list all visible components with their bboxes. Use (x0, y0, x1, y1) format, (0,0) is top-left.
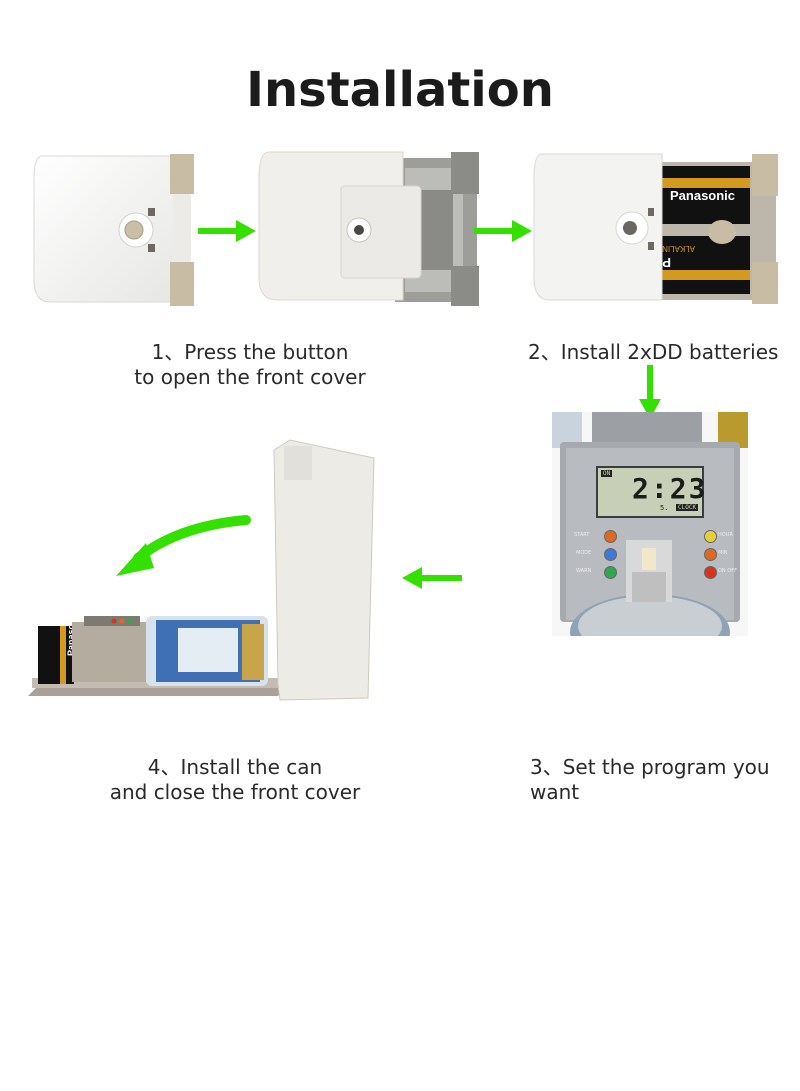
battery-type-label: ALKALINE (657, 244, 695, 253)
step1-device-opened-image (258, 151, 479, 306)
step4-can-install-image: Panasonic (28, 439, 375, 701)
step3-programming-panel: ON 2:23 5. CLOCK START MODE WARN HOUR MI… (552, 412, 748, 636)
start-button[interactable] (604, 530, 617, 543)
button-label-mode: MODE (576, 550, 592, 556)
step2-caption: 2、Install 2xDD batteries (528, 340, 779, 364)
button-label-start: START (574, 532, 590, 538)
button-label-min: MIN (718, 550, 728, 556)
arrow-left (402, 567, 462, 589)
arrow-right-1 (198, 220, 256, 242)
step4-caption: 4、Install the can and close the front co… (109, 755, 361, 804)
mode-button[interactable] (604, 548, 617, 561)
step3-caption: 3、Set the program you want (530, 755, 770, 804)
button-label-warn: WARN (576, 568, 592, 574)
step2-battery-device-image: Panasonic Panasonic ALKALINE (533, 153, 778, 304)
step1-device-image (33, 154, 194, 306)
button-label-onoff: ON OFF (718, 568, 737, 574)
warn-button[interactable] (604, 566, 617, 579)
button-label-hour: HOUR (718, 532, 733, 538)
hour-button[interactable] (704, 530, 717, 543)
lcd-clock-display: 2:23 (632, 472, 708, 505)
arrow-right-2 (474, 220, 532, 242)
lcd-clock-label: CLOCK (676, 504, 699, 511)
arrow-down (639, 365, 661, 419)
lcd-small-digit: 5. (660, 504, 669, 512)
lcd-on-label: ON (601, 470, 613, 477)
step1-caption: 1、Press the button to open the front cov… (134, 340, 366, 389)
lcd-screen (596, 466, 704, 518)
step4-battery-brand: Panasonic (66, 611, 76, 656)
battery-brand-top: Panasonic (670, 188, 735, 203)
onoff-button[interactable] (704, 566, 717, 579)
min-button[interactable] (704, 548, 717, 561)
page-title: Installation (246, 62, 554, 118)
